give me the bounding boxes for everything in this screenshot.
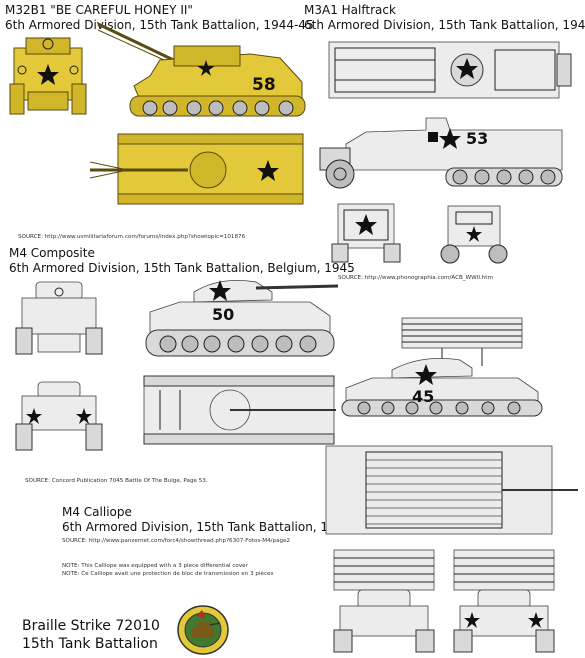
- m4-calliope-top-view: [325, 445, 578, 535]
- m32b1-top-view: [89, 133, 304, 205]
- footer-battalion: 15th Tank Battalion: [22, 636, 158, 652]
- m3a1-unit: 6th Armored Division, 15th Tank Battalio…: [304, 18, 585, 32]
- m3a1-top-view: [328, 41, 572, 99]
- m32b1-source: SOURCE: http://www.usmilitariaforum.com/…: [18, 234, 246, 240]
- m32b1-unit: 6th Armored Division, 15th Tank Battalio…: [5, 18, 314, 32]
- m4-calliope-rear-view: [453, 549, 555, 653]
- m4-composite-source: SOURCE: Concord Publication 7045 Battle …: [25, 478, 208, 484]
- battalion-insignia-logo: [177, 605, 229, 655]
- m4-calliope-unit: 6th Armored Division, 15th Tank Battalio…: [62, 520, 351, 534]
- m4-calliope-side-view: 45: [341, 317, 543, 417]
- m32b1-title: M32B1 "BE CAREFUL HONEY II": [5, 3, 193, 17]
- m3a1-title: M3A1 Halftrack: [304, 3, 396, 17]
- m3a1-hull-number: 53: [466, 129, 488, 148]
- m4-composite-hull-number: 50: [212, 305, 234, 324]
- m4-composite-top-view: [143, 375, 336, 445]
- m4-calliope-source: SOURCE: http://www.panzernet.com/forc4/s…: [62, 538, 291, 544]
- m4-calliope-title: M4 Calliope: [62, 505, 132, 519]
- m32b1-front-view: [9, 37, 87, 115]
- m3a1-side-view: 53: [319, 117, 563, 189]
- m3a1-rear-view: [331, 203, 401, 263]
- m32b1-side-view: 58: [97, 22, 306, 117]
- m4-calliope-note-fr: NOTE: Ce Calliope avait une protection d…: [62, 571, 274, 577]
- m3a1-front-view: [440, 205, 508, 264]
- m4-calliope-hull-number: 45: [412, 387, 434, 406]
- m4-composite-rear-view: [15, 381, 103, 451]
- m4-composite-title: M4 Composite: [9, 246, 95, 260]
- m4-calliope-front-view: [333, 549, 435, 653]
- m4-composite-front-view: [15, 281, 103, 355]
- m4-calliope-note-en: NOTE: This Calliope was equipped with a …: [62, 563, 248, 569]
- m4-composite-unit: 6th Armored Division, 15th Tank Battalio…: [9, 261, 355, 275]
- m32b1-hull-number: 58: [252, 75, 276, 95]
- m4-composite-side-view: 50: [145, 280, 339, 357]
- m3a1-source: SOURCE: http://www.phonographia.com/ACB_…: [338, 275, 493, 281]
- footer-product: Braille Strike 72010: [22, 618, 160, 634]
